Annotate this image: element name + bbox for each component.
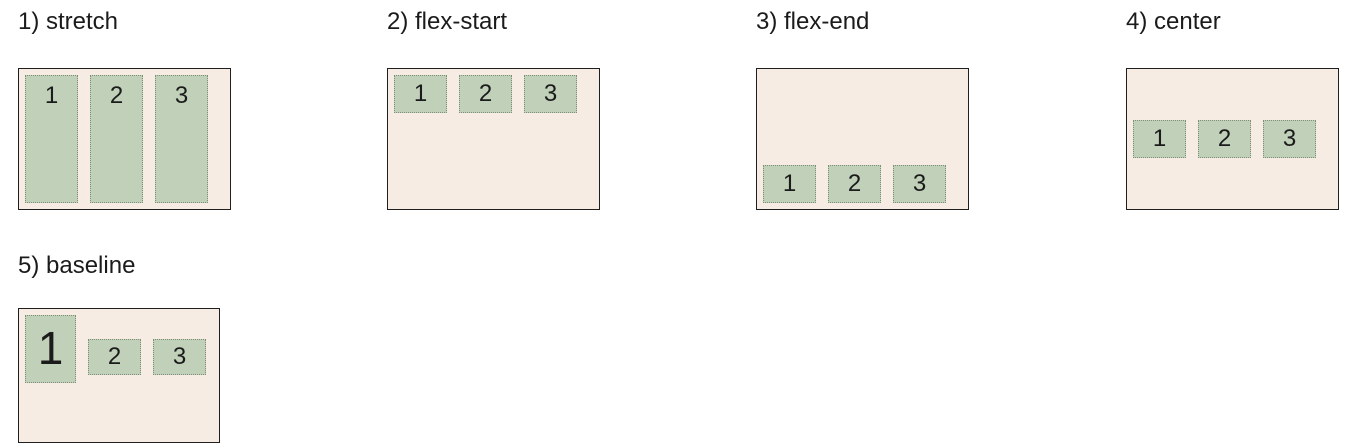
example-flex-end: 3) flex-end 1 2 3 <box>756 8 969 210</box>
example-flex-start: 2) flex-start 1 2 3 <box>387 8 600 210</box>
flex-item-1: 1 <box>25 315 76 383</box>
example-title: 2) flex-start <box>387 8 508 35</box>
flex-item-2: 2 <box>88 339 141 375</box>
flex-item-1: 1 <box>25 75 78 203</box>
flex-item-3: 3 <box>893 165 946 203</box>
flex-item-2: 2 <box>1198 120 1251 158</box>
flex-item-1: 1 <box>394 75 447 113</box>
flex-item-3: 3 <box>153 339 206 375</box>
flex-container: 1 2 3 <box>387 68 600 210</box>
example-title: 1) stretch <box>18 8 119 35</box>
flex-item-3: 3 <box>524 75 577 113</box>
flex-container: 1 2 3 <box>18 308 220 443</box>
example-title: 5) baseline <box>18 252 136 279</box>
example-center: 4) center 1 2 3 <box>1126 8 1339 210</box>
flex-container: 1 2 3 <box>1126 68 1339 210</box>
flex-item-1: 1 <box>763 165 816 203</box>
example-baseline: 5) baseline 1 2 3 <box>18 252 220 443</box>
example-stretch: 1) stretch 1 2 3 <box>18 8 231 210</box>
flex-item-3: 3 <box>155 75 208 203</box>
example-title: 4) center <box>1126 8 1221 35</box>
flex-item-2: 2 <box>828 165 881 203</box>
flex-item-1: 1 <box>1133 120 1186 158</box>
flex-container: 1 2 3 <box>18 68 231 210</box>
flex-item-3: 3 <box>1263 120 1316 158</box>
flex-container: 1 2 3 <box>756 68 969 210</box>
example-title: 3) flex-end <box>756 8 870 35</box>
flex-item-2: 2 <box>459 75 512 113</box>
flex-item-2: 2 <box>90 75 143 203</box>
